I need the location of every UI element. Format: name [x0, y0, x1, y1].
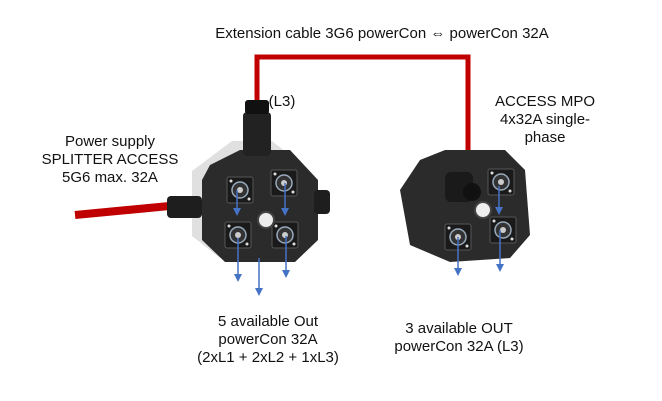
label-line: phase [524, 129, 566, 146]
label-line: 5 available Out [217, 313, 319, 330]
left-outputs-label: 5 available Out powerCon 32A (2xL1 + 2xL… [197, 313, 339, 367]
label-line: powerCon 32A [218, 331, 318, 348]
label-line: ACCESS MPO [494, 93, 596, 110]
label-line: SPLITTER ACCESS [41, 151, 179, 168]
label-line: (2xL1 + 2xL2 + 1xL3) [197, 349, 339, 366]
l3-connector [243, 112, 271, 156]
phase-tag: (L3) [268, 93, 296, 110]
power-supply-label: Power supply SPLITTER ACCESS 5G6 max. 32… [42, 133, 179, 187]
extension-cable [254, 54, 471, 196]
splitter-access-device [167, 100, 330, 262]
right-outputs-label: 3 available OUT powerCon 32A (L3) [394, 320, 523, 356]
cable-title: Extension cable 3G6 powerCon ⇔ powerCon … [215, 25, 549, 42]
label-line: Power supply [64, 133, 156, 150]
output-arrows [233, 183, 504, 296]
label-line: 5G6 max. 32A [62, 169, 158, 186]
label-line: 4x32A single- [499, 111, 591, 128]
input-connector [167, 196, 202, 218]
power-supply-cable [74, 201, 181, 219]
access-mpo-label: ACCESS MPO 4x32A single- phase [495, 93, 595, 147]
label-line: powerCon 32A (L3) [394, 338, 524, 355]
access-mpo-device [400, 150, 530, 262]
label-line: 3 available OUT [405, 320, 513, 337]
